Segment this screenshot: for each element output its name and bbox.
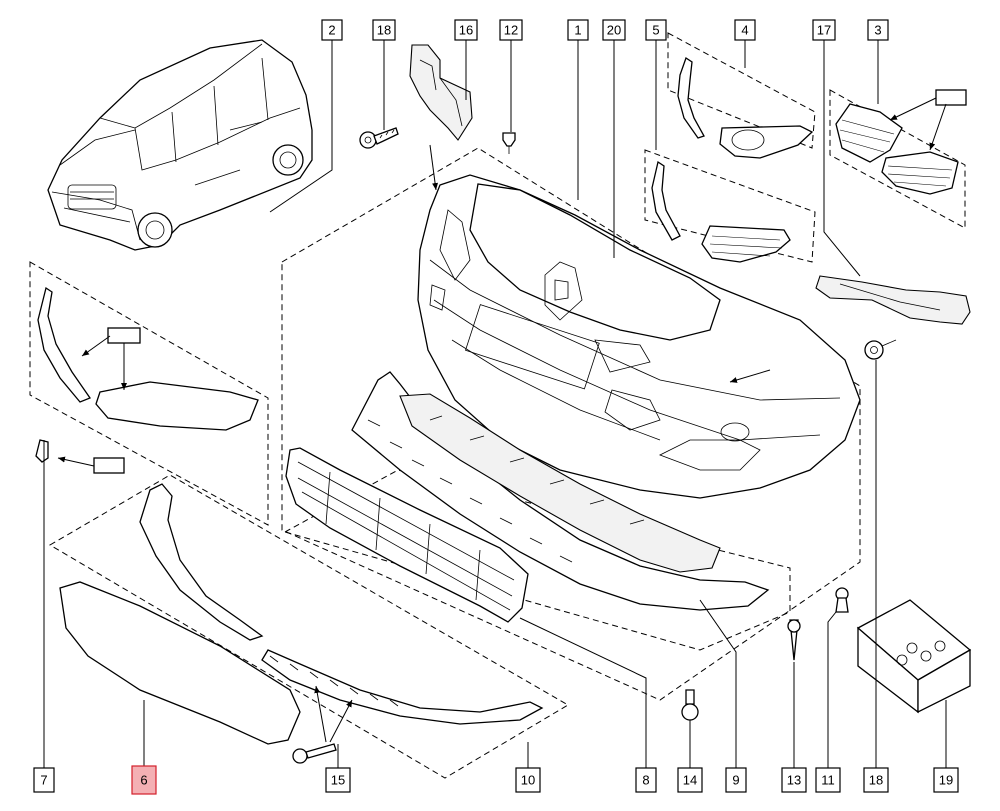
bracket-part-16	[409, 44, 473, 141]
callout-20: 20	[602, 19, 626, 41]
callout-12: 12	[499, 19, 523, 41]
callout-11: 11	[815, 767, 841, 793]
car-illustration	[47, 39, 313, 251]
screw-part-15	[292, 743, 337, 764]
pin-part-13	[787, 619, 801, 661]
callout-10: 10	[515, 767, 541, 793]
clip-part-12	[502, 132, 516, 154]
callout-18-bottom: 18	[863, 767, 889, 793]
callout-2: 2	[321, 19, 343, 41]
group-frames	[29, 32, 966, 779]
callout-16: 16	[454, 19, 478, 41]
callout-1: 1	[567, 19, 589, 41]
callout-18-top: 18	[372, 19, 396, 41]
svg-text:9: 9	[732, 773, 739, 788]
grille-pair-part-3	[835, 89, 967, 195]
svg-text:8: 8	[642, 773, 649, 788]
side-trim-part-7	[35, 286, 259, 474]
bumper-lip-part-9	[351, 371, 770, 611]
svg-text:2: 2	[328, 23, 335, 38]
svg-text:18: 18	[377, 23, 391, 38]
callout-5: 5	[645, 19, 667, 41]
underpanel-part-20	[399, 393, 721, 573]
svg-text:12: 12	[504, 23, 518, 38]
bolt-part-18	[359, 127, 399, 149]
callout-19: 19	[933, 767, 959, 793]
svg-text:3: 3	[874, 23, 881, 38]
callout-9: 9	[725, 767, 747, 793]
callout-3: 3	[867, 19, 889, 41]
svg-text:1: 1	[574, 23, 581, 38]
mesh-grille-part-6	[59, 581, 301, 745]
callout-14: 14	[677, 767, 703, 793]
bolt-part-18-right	[864, 339, 897, 360]
fog-grille-part-5-20	[651, 160, 791, 263]
bracket-part-17	[815, 275, 971, 325]
svg-text:18: 18	[869, 773, 883, 788]
callout-4: 4	[734, 19, 756, 41]
svg-text:13: 13	[787, 773, 801, 788]
callout-8: 8	[635, 767, 657, 793]
kit-box-part-19	[856, 599, 972, 714]
svg-text:14: 14	[683, 773, 697, 788]
callout-17: 17	[812, 19, 836, 41]
leader-lines	[43, 40, 947, 768]
svg-text:16: 16	[459, 23, 473, 38]
svg-text:11: 11	[821, 773, 835, 788]
svg-text:17: 17	[817, 23, 831, 38]
lower-grille-part-8	[285, 447, 529, 623]
callout-13: 13	[781, 767, 807, 793]
svg-text:19: 19	[939, 773, 953, 788]
callout-7: 7	[33, 767, 55, 793]
bolt-part-14	[681, 689, 699, 721]
bolt-part-11	[835, 587, 849, 613]
svg-text:10: 10	[521, 773, 535, 788]
fog-trim-part-5-4	[677, 56, 814, 159]
svg-text:15: 15	[331, 773, 345, 788]
front-bumper-part-1	[417, 174, 861, 499]
svg-text:7: 7	[40, 773, 47, 788]
callout-15: 15	[325, 767, 351, 793]
callout-6-highlighted: 6	[131, 765, 157, 795]
svg-text:4: 4	[741, 23, 748, 38]
svg-text:6: 6	[140, 773, 147, 788]
svg-text:20: 20	[607, 23, 621, 38]
svg-text:5: 5	[652, 23, 659, 38]
